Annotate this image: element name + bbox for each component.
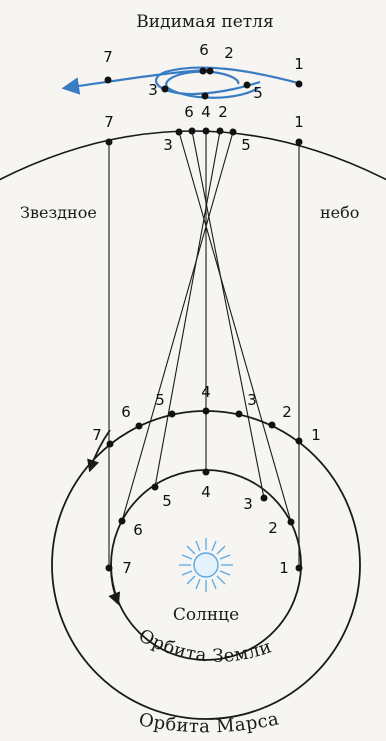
mars-label-1: 1 bbox=[311, 426, 321, 444]
sky-label-1: 1 bbox=[294, 113, 304, 131]
sun-icon bbox=[179, 538, 233, 592]
sky-points bbox=[106, 128, 303, 146]
earth-label-1: 1 bbox=[279, 559, 289, 577]
mars-orbit-label: Орбита Марса bbox=[137, 708, 281, 737]
sky-label-2: 2 bbox=[218, 103, 228, 121]
sky-label-4: 4 bbox=[201, 103, 211, 121]
mars-label-5: 5 bbox=[155, 391, 165, 409]
earth-label-4: 4 bbox=[201, 483, 211, 501]
apparent-loop bbox=[65, 68, 302, 98]
mars-label-2: 2 bbox=[282, 403, 292, 421]
sky-label-6: 6 bbox=[184, 103, 194, 121]
earth-label-6: 6 bbox=[133, 521, 143, 539]
loop-label-6: 6 bbox=[199, 41, 209, 59]
sky-label-right: небо bbox=[320, 203, 359, 222]
sun-label: Солнце bbox=[173, 605, 239, 625]
loop-label-1: 1 bbox=[294, 55, 304, 73]
mars-label-7: 7 bbox=[92, 426, 102, 444]
sky-label-5: 5 bbox=[241, 136, 251, 154]
earth-label-5: 5 bbox=[162, 492, 172, 510]
loop-label-3: 3 bbox=[148, 81, 158, 99]
mars-label-4: 4 bbox=[201, 383, 211, 401]
loop-label-5: 5 bbox=[253, 84, 263, 102]
loop-label-7: 7 bbox=[103, 48, 113, 66]
sky-label-7: 7 bbox=[104, 113, 114, 131]
sky-label-left: Звездное bbox=[20, 203, 97, 222]
earth-orbit-arrow bbox=[111, 568, 118, 603]
earth-label-7: 7 bbox=[122, 559, 132, 577]
diagram-title: Видимая петля bbox=[136, 12, 273, 32]
mars-points bbox=[107, 408, 303, 448]
sky-label-3: 3 bbox=[163, 136, 173, 154]
earth-orbit-label: Орбита Земли bbox=[135, 625, 274, 667]
loop-points bbox=[105, 68, 303, 100]
mars-label-3: 3 bbox=[247, 391, 257, 409]
loop-label-2: 2 bbox=[224, 44, 234, 62]
mars-label-6: 6 bbox=[121, 403, 131, 421]
earth-label-3: 3 bbox=[243, 495, 253, 513]
earth-label-2: 2 bbox=[268, 519, 278, 537]
sight-lines bbox=[109, 131, 299, 568]
